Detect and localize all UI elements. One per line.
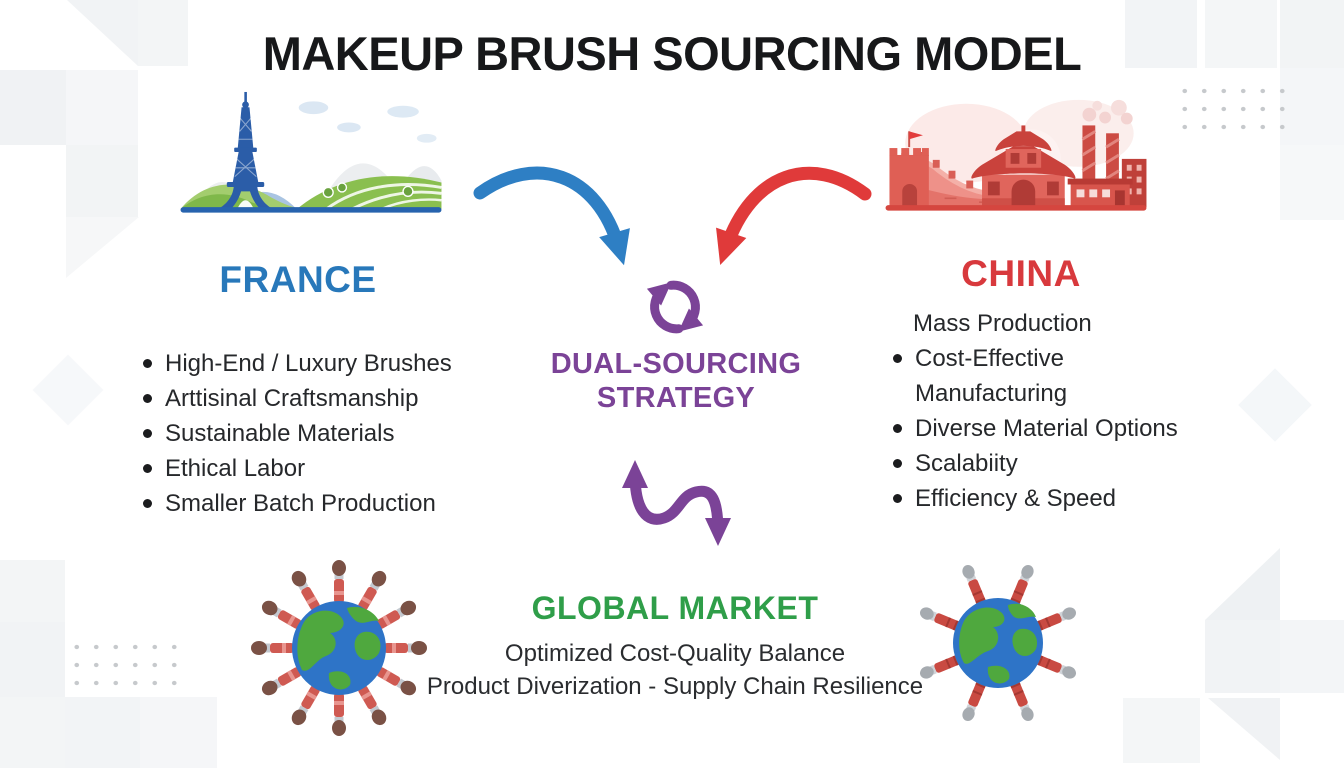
list-item: Arttisinal Craftsmanship [138,381,468,416]
bg-square [1280,620,1344,693]
global-market-line2: Product Diverization - Supply Chain Resi… [426,673,924,700]
list-item: High-End / Luxury Brushes [138,346,468,381]
bg-square [66,145,138,217]
curved-arrow-red-icon [716,166,872,266]
bg-square [65,697,140,768]
list-item: Efficiency & Speed [888,481,1188,516]
list-item: Ethical Labor [138,451,468,486]
china-heading: CHINA [961,253,1081,294]
list-item: Diverse Material Options [888,411,1188,446]
china-intro-line: Mass Production [913,310,1092,337]
bg-square [140,697,217,768]
bg-square [1205,620,1280,693]
bg-square [0,697,65,768]
circular-cycle-arrows-icon [646,280,704,334]
bg-triangle [1205,548,1280,620]
list-item: Cost-Effective Manufacturing [888,341,1188,411]
china-benefits-list: Cost-Effective Manufacturing Diverse Mat… [888,341,1188,516]
china-great-wall-temple-factory-icon [885,99,1147,211]
temple-pagoda-icon [971,125,1076,208]
globe-makeup-brushes-icon [251,560,427,736]
dots-pattern [65,636,177,686]
dots-pattern [1173,80,1285,130]
france-benefits-list: High-End / Luxury Brushes Arttisinal Cra… [138,346,468,521]
global-market-line1: Optimized Cost-Quality Balance [504,640,846,667]
s-curve-double-arrow-icon [622,460,731,546]
factory-icon [1067,99,1147,208]
france-heading: FRANCE [219,259,377,300]
bg-square [0,560,65,622]
strategy-heading-line2: STRATEGY [596,382,756,414]
strategy-heading-line1: DUAL-SOURCING [550,348,802,380]
converging-arrows [473,166,872,266]
eiffel-tower-icon [217,91,274,210]
bg-square [66,70,138,145]
list-item: Smaller Batch Production [138,486,468,521]
page-title: MAKEUP BRUSH SOURCING MODEL [262,27,1082,80]
bg-square [0,622,65,697]
bg-square [1123,698,1200,763]
france-landscape-eiffel-tower-icon [180,91,442,213]
bg-diamond [32,354,104,426]
global-market-heading: GLOBAL MARKET [531,590,819,626]
list-item: Sustainable Materials [138,416,468,451]
bg-triangle [66,217,139,278]
bg-triangle [1208,698,1280,760]
bg-diamond [1238,368,1312,442]
bg-square [1280,145,1344,220]
bg-square [0,70,66,145]
list-item: Scalabiity [888,446,1188,481]
strategy-heading: DUAL-SOURCING STRATEGY [526,347,826,415]
globe-makeup-brushes-icon [917,562,1079,724]
curved-arrow-blue-icon [473,166,630,266]
